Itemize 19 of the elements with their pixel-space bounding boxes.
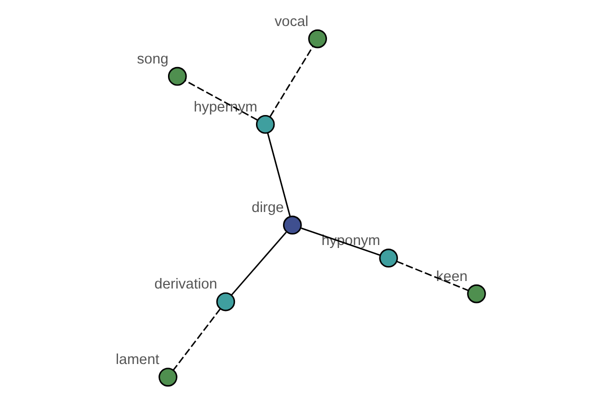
node-label: lament xyxy=(115,352,159,368)
node-label: derivation xyxy=(154,276,217,293)
node-circle xyxy=(466,284,486,304)
node-label: dirge xyxy=(251,200,284,216)
connector xyxy=(396,260,468,292)
node-circle xyxy=(282,216,302,235)
connector xyxy=(172,308,220,370)
connector xyxy=(230,232,286,296)
connector xyxy=(266,132,290,217)
node-label: vocal xyxy=(274,14,308,30)
node-circle xyxy=(158,368,177,387)
node-label: song xyxy=(136,51,168,68)
node-circle xyxy=(216,292,235,312)
node-circle xyxy=(255,114,274,134)
node-circle xyxy=(378,248,398,268)
connector xyxy=(269,46,314,117)
node-circle xyxy=(167,66,186,86)
node-label: keen xyxy=(436,268,468,285)
node-circle xyxy=(308,29,326,48)
